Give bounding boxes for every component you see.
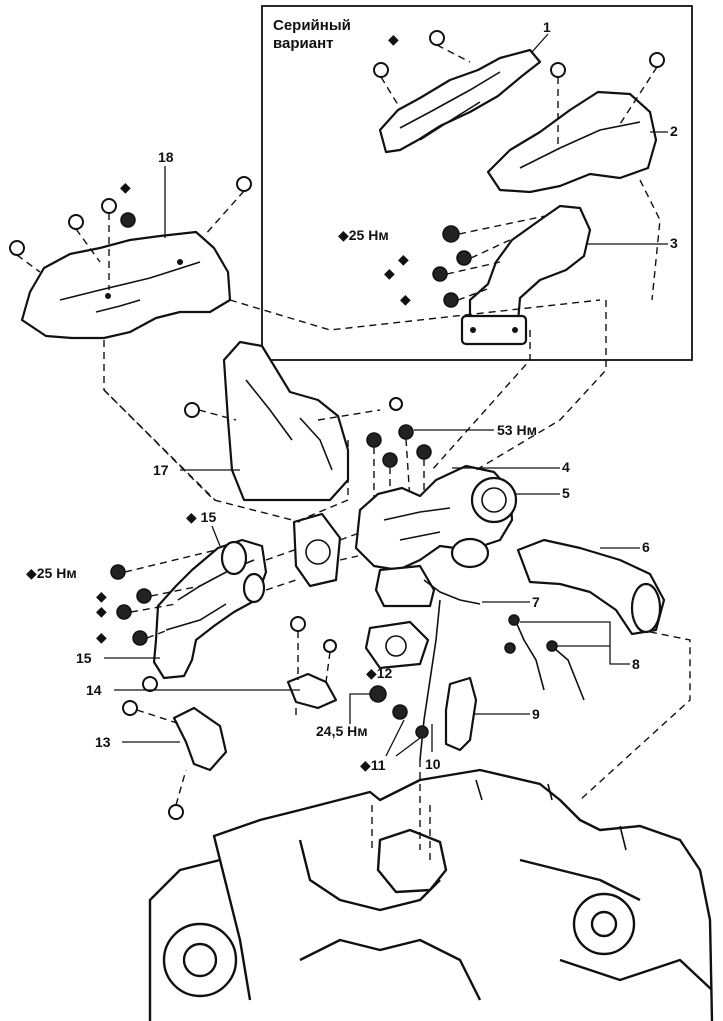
- part-14-bracket: [286, 672, 338, 710]
- callout-10: 10: [425, 756, 441, 772]
- part-7-oil-pipe: [423, 579, 481, 605]
- part-18-bolt-c: [101, 198, 117, 214]
- part-18-heat-shield: [20, 230, 232, 340]
- part-18-bolt-d: [236, 176, 252, 192]
- diamond-15-d: ◆: [96, 629, 107, 645]
- callout-18: 18: [158, 149, 174, 165]
- stud-top: [389, 397, 403, 411]
- inset-diamond-2: ◆: [384, 265, 395, 281]
- inset-frame: [261, 5, 693, 361]
- part-14-bolt-b: [323, 639, 337, 653]
- part-1-bolt-b: [373, 62, 389, 78]
- part-2-bolt-b: [649, 52, 665, 68]
- part-15-group: ◆25 Нм ◆ ◆ ◆ ◆ 15 15: [26, 509, 301, 680]
- fasteners-lower-group: ◆12 24,5 Нм ◆11: [316, 665, 429, 773]
- part-14-bolt-c: [142, 676, 158, 692]
- callout-5: 5: [562, 485, 570, 501]
- engine-block: [148, 768, 714, 1021]
- part-13-bolt-a: [122, 700, 138, 716]
- part-18-diamond: ◆: [120, 179, 131, 195]
- part-3-flange: [460, 314, 528, 346]
- inset-title-line1: Серийный: [273, 17, 351, 34]
- callout-6: 6: [642, 539, 650, 555]
- part-8-oil-line-b: [553, 647, 585, 701]
- inset-diamond-4: ◆: [388, 31, 399, 47]
- part-14-bolt-a: [290, 616, 306, 632]
- torque-53: 53 Нм: [497, 422, 537, 438]
- part-1-bolt-a: [429, 30, 445, 46]
- engine-outline: [148, 768, 714, 1021]
- part-1-heat-shield: [378, 48, 542, 154]
- part-13-group: 13: [95, 700, 228, 820]
- part-18-bolt-b: [68, 214, 84, 230]
- nut-53-a: [366, 432, 382, 448]
- torque-main-25: ◆25 Нм: [26, 565, 77, 581]
- inset-nut-1: [442, 225, 460, 243]
- actuator: [450, 537, 490, 569]
- inset-nut-4: [443, 292, 459, 308]
- outlet-gasket: [364, 620, 430, 670]
- part-8-oil-line-a: [515, 621, 545, 691]
- gaskets-group: [292, 512, 430, 670]
- callout-17: 17: [153, 462, 169, 478]
- part-11-nut-a: [392, 704, 408, 720]
- part-13-bolt-b: [168, 804, 184, 820]
- part-15-nut-d: [132, 630, 148, 646]
- nut-53-c: [382, 452, 398, 468]
- part-17-group: 17: [153, 299, 601, 521]
- torque-24-5: 24,5 Нм: [316, 723, 368, 739]
- part-15-nut-b: [136, 588, 152, 604]
- callout-14: 14: [86, 682, 102, 698]
- part-11-nut-b: [415, 725, 429, 739]
- callout-13: 13: [95, 734, 111, 750]
- oil-lines-group: 7 8 9 10: [419, 579, 640, 850]
- part-18-bolt-a: [9, 240, 25, 256]
- inset-nut-2: [456, 250, 472, 266]
- callout-2: 2: [670, 123, 678, 139]
- inset-diamond-1: ◆: [398, 251, 409, 267]
- part-17-heat-shield: [222, 340, 350, 502]
- diamond-15-c: ◆: [96, 603, 107, 619]
- part-6-intake-hose: [516, 538, 666, 636]
- turbocharger-assembly: 53 Нм 4 5: [354, 397, 570, 608]
- inset-diamond-3: ◆: [400, 291, 411, 307]
- part-6-group: 6: [516, 538, 691, 801]
- engine-pulley-left: [162, 922, 238, 998]
- callout-4: 4: [562, 459, 570, 475]
- callout-12: ◆12: [366, 665, 393, 681]
- serial-variant-inset: Серийный вариант 1 2 3: [261, 5, 693, 361]
- callout-3: 3: [670, 235, 678, 251]
- part-15-nut-a: [110, 564, 126, 580]
- diamond-15-b: ◆: [96, 588, 107, 604]
- callout-11: ◆11: [360, 757, 386, 773]
- callout-7: 7: [532, 594, 540, 610]
- inset-nut-3: [432, 266, 448, 282]
- callout-9: 9: [532, 706, 540, 722]
- part-17-bolt: [184, 402, 200, 418]
- turbine-gasket: [292, 512, 342, 588]
- part-14-group: 14: [86, 616, 338, 720]
- engine-pulley-right: [572, 892, 636, 956]
- nut-53-b: [398, 424, 414, 440]
- callout-1: 1: [543, 19, 551, 35]
- part-18-group: 18 ◆: [9, 149, 252, 501]
- assembly-guide-lines: [103, 179, 661, 523]
- callout-15-upper: ◆ 15: [186, 509, 216, 525]
- compressor-inlet: [470, 476, 518, 524]
- callout-8: 8: [632, 656, 640, 672]
- callout-15-lower: 15: [76, 650, 92, 666]
- part-15-manifold: [152, 538, 268, 680]
- part-18-nut: [120, 212, 136, 228]
- part-15-nut-c: [116, 604, 132, 620]
- nut-53-d: [416, 444, 432, 460]
- turbine-outlet: [374, 564, 436, 608]
- part-9-oil-return: [444, 676, 478, 752]
- part-13-support: [172, 706, 228, 772]
- torque-inset-25: ◆25 Нм: [338, 227, 389, 243]
- inset-title-line2: вариант: [273, 35, 334, 52]
- part-2-bolt-a: [550, 62, 566, 78]
- part-12-nut: [369, 685, 387, 703]
- part-3-exhaust-elbow: [468, 204, 592, 336]
